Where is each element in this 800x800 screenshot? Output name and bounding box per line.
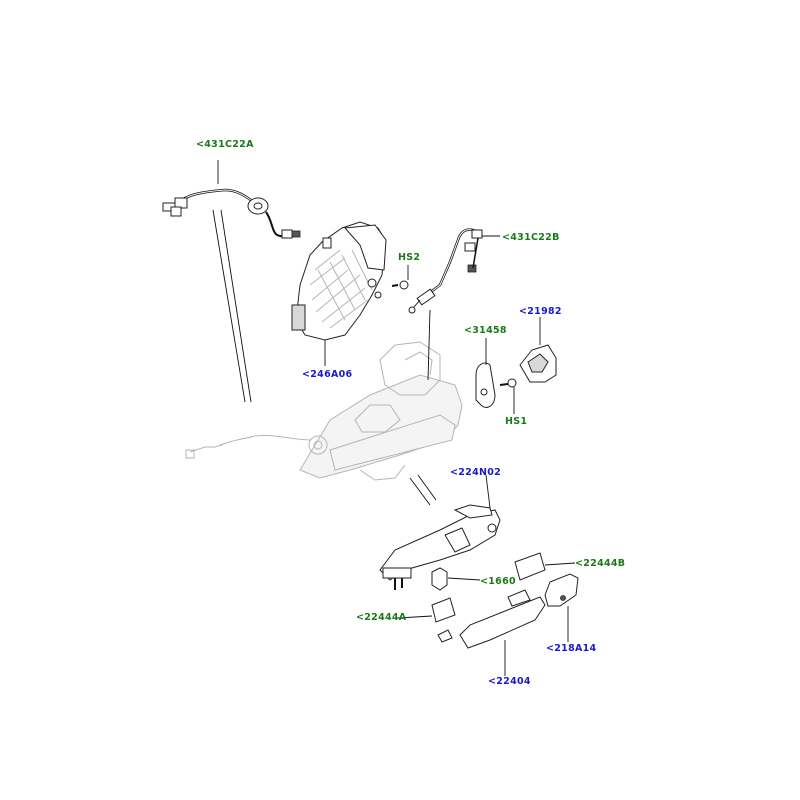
leader-line [220,209,252,403]
ghost-handle-assembly [185,341,463,481]
callout-21982[interactable]: <21982 [519,306,562,317]
bracket-21982 [519,317,557,383]
leader-line [212,209,246,403]
screw-HS2 [391,265,409,290]
gasket-22444A [397,597,456,623]
callout-31458[interactable]: <31458 [464,325,507,336]
door-lock-actuator-246A06 [291,221,387,366]
screw-HS1 [499,378,517,414]
cable-431C22B [408,228,500,381]
cable-431C22A [162,160,301,239]
callout-22404[interactable]: <22404 [488,676,531,687]
exterior-handle-22404 [437,589,546,676]
callout-431C22A[interactable]: <431C22A [196,139,254,150]
callout-22444A[interactable]: <22444A [356,612,407,623]
callout-HS1[interactable]: HS1 [505,416,528,427]
gasket-22444B [514,552,576,581]
leader-line [417,474,437,501]
cover-31458 [475,338,496,408]
callout-431C22B[interactable]: <431C22B [502,232,560,243]
cap-218A14 [544,573,579,642]
callout-22444B[interactable]: <22444B [575,558,626,569]
clip-1660 [431,567,481,591]
callout-1660[interactable]: <1660 [480,576,516,587]
callout-HS2[interactable]: HS2 [398,252,421,263]
leader-line [409,477,431,506]
handle-carrier-224N02 [379,474,501,590]
callout-224N02[interactable]: <224N02 [450,467,502,478]
callout-246A06[interactable]: <246A06 [302,369,353,380]
callout-218A14[interactable]: <218A14 [546,643,597,654]
